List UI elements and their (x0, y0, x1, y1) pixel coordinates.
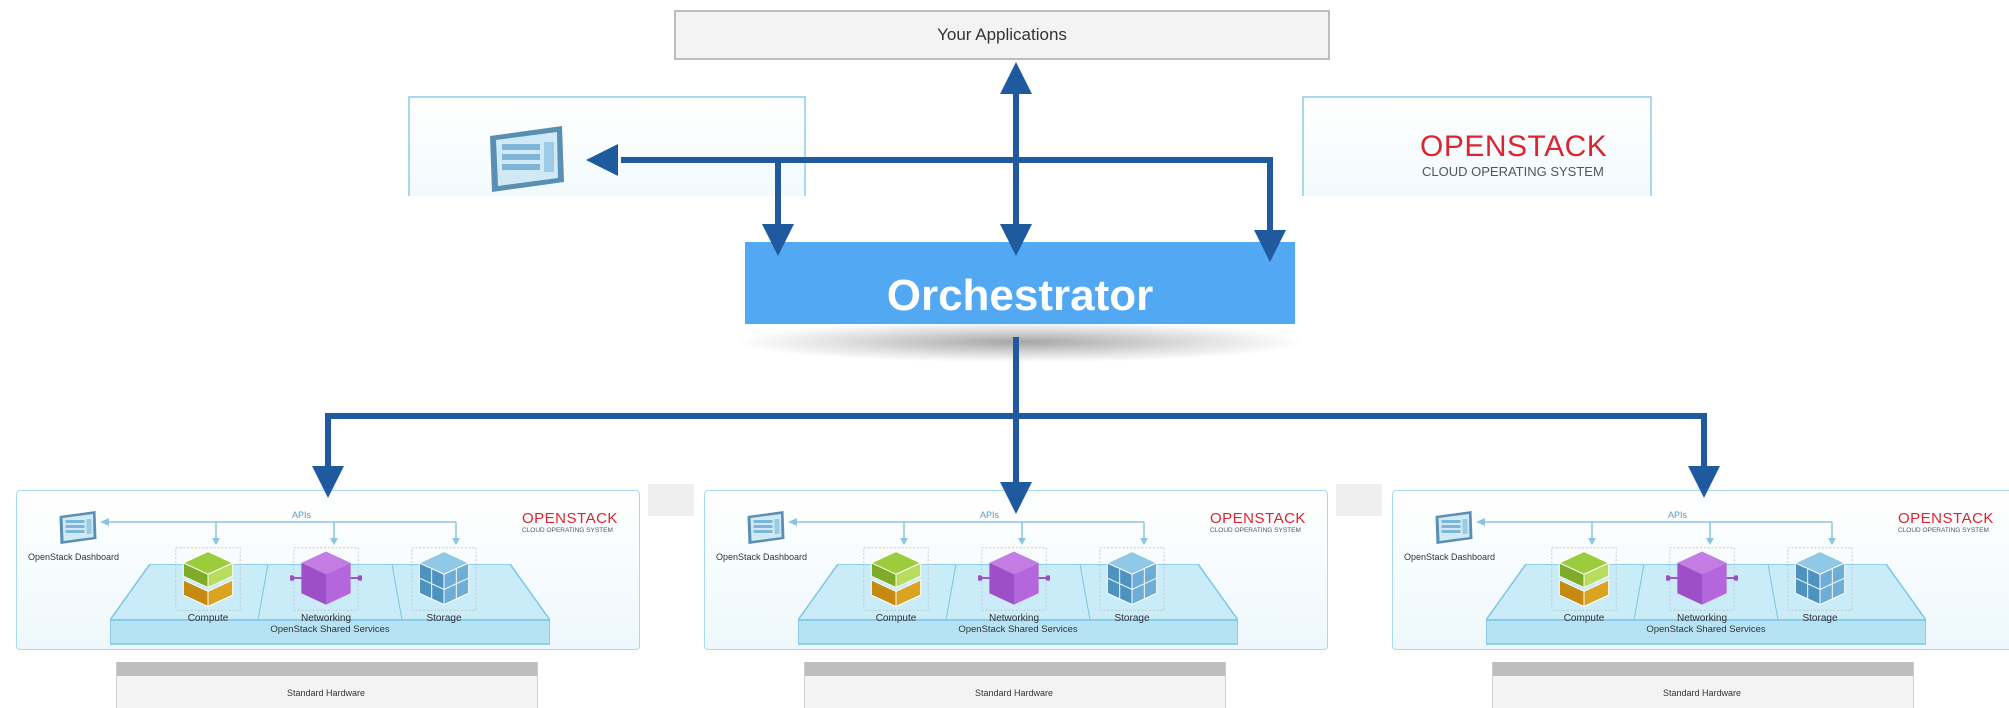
apis-label: APIs (1668, 510, 1688, 520)
arrow-head-cloud-3 (1688, 466, 1720, 498)
cloud-brand-subtitle: CLOUD OPERATING SYSTEM (1898, 527, 1989, 534)
service-networking: Networking (972, 546, 1056, 624)
cloud-brand: OPENSTACK CLOUD OPERATING SYSTEM (522, 510, 640, 534)
storage-cube-icon (1778, 546, 1862, 612)
top-brand-subtitle: CLOUD OPERATING SYSTEM (1422, 164, 1604, 179)
service-label: Compute (875, 613, 917, 624)
top-openstack-brand: OPENSTACK CLOUD OPERATING SYSTEM (1420, 130, 1640, 179)
top-openstack-panel-left (408, 96, 806, 196)
service-storage: Storage (1778, 546, 1862, 624)
hardware-layer (804, 662, 1226, 708)
service-label: Networking (1676, 613, 1728, 624)
hardware-label: Standard Hardware (1662, 688, 1742, 698)
networking-cube-icon (1660, 546, 1744, 612)
service-label: Networking (988, 613, 1040, 624)
service-networking: Networking (284, 546, 368, 624)
service-label: Networking (300, 613, 352, 624)
arrow-head-cloud-2 (1000, 482, 1032, 514)
arrow-head-cloud-1 (312, 466, 344, 498)
openstack-cloud-2: OpenStack Dashboard APIs OPENSTACK CLOUD… (704, 490, 1328, 708)
dashboard-label: OpenStack Dashboard (28, 552, 120, 562)
cloud-brand-title: OPENSTACK (522, 510, 618, 527)
shared-services-label: OpenStack Shared Services (270, 624, 390, 635)
service-storage: Storage (402, 546, 486, 624)
hardware-layer (1492, 662, 1914, 708)
dashboard-monitor-icon (490, 126, 564, 192)
compute-cube-icon (1542, 546, 1626, 612)
cloud-brand-title: OPENSTACK (1898, 510, 1994, 527)
dashboard-label: OpenStack Dashboard (1404, 552, 1496, 562)
apis-connector (100, 518, 460, 545)
service-storage: Storage (1090, 546, 1174, 624)
openstack-cloud-3: OpenStack Dashboard APIs OPENSTACK CLOUD… (1392, 490, 2009, 708)
cloud-brand-subtitle: CLOUD OPERATING SYSTEM (1210, 527, 1301, 534)
service-networking: Networking (1660, 546, 1744, 624)
arrow-head-up-applications (1000, 62, 1032, 94)
hardware-label: Standard Hardware (974, 688, 1054, 698)
compute-cube-icon (166, 546, 250, 612)
orchestrator-box: Orchestrator (745, 242, 1295, 324)
storage-cube-icon (402, 546, 486, 612)
arrow-head-down-right (1254, 230, 1286, 262)
cloud-brand-title: OPENSTACK (1210, 510, 1306, 527)
service-label: Compute (1563, 613, 1605, 624)
orchestrator-label: Orchestrator (886, 271, 1154, 320)
arrow-head-down-orchestrator (1000, 224, 1032, 256)
cloud-brand: OPENSTACK CLOUD OPERATING SYSTEM (1210, 510, 1328, 534)
storage-cube-icon (1090, 546, 1174, 612)
cloud-brand: OPENSTACK CLOUD OPERATING SYSTEM (1898, 510, 2009, 534)
service-compute: Compute (1542, 546, 1626, 624)
networking-cube-icon (972, 546, 1056, 612)
networking-cube-icon (284, 546, 368, 612)
your-applications-label: Your Applications (937, 25, 1067, 44)
compute-cube-icon (854, 546, 938, 612)
dashboard-monitor-icon (747, 511, 785, 544)
dashboard-label: OpenStack Dashboard (716, 552, 808, 562)
apis-connector (788, 518, 1148, 545)
shared-services-label: OpenStack Shared Services (958, 624, 1078, 635)
arrow-head-down-left (762, 224, 794, 256)
arrow-head-left-dashboard (586, 144, 618, 176)
top-brand-title: OPENSTACK (1420, 130, 1608, 163)
apis-connector (1476, 518, 1836, 545)
orchestrator-shadow (740, 322, 1300, 362)
your-applications-box: Your Applications (674, 10, 1330, 60)
hardware-layer (116, 662, 538, 708)
hardware-label: Standard Hardware (286, 688, 366, 698)
openstack-cloud-1: OpenStack Dashboard APIs OPENSTACK CLOUD… (16, 490, 640, 708)
service-label: Compute (187, 613, 229, 624)
service-compute: Compute (854, 546, 938, 624)
shared-services-label: OpenStack Shared Services (1646, 624, 1766, 635)
dashboard-monitor-icon (1435, 511, 1473, 544)
service-label: Storage (1114, 613, 1150, 624)
cloud-brand-subtitle: CLOUD OPERATING SYSTEM (522, 527, 613, 534)
apis-label: APIs (292, 510, 312, 520)
top-openstack-panel-right (1302, 96, 1652, 196)
service-label: Storage (1802, 613, 1838, 624)
dashboard-monitor-icon (59, 511, 97, 544)
panel-gap-stub-right (1336, 484, 1382, 516)
panel-gap-stub-left (648, 484, 694, 516)
service-compute: Compute (166, 546, 250, 624)
service-label: Storage (426, 613, 462, 624)
apis-label: APIs (980, 510, 1000, 520)
